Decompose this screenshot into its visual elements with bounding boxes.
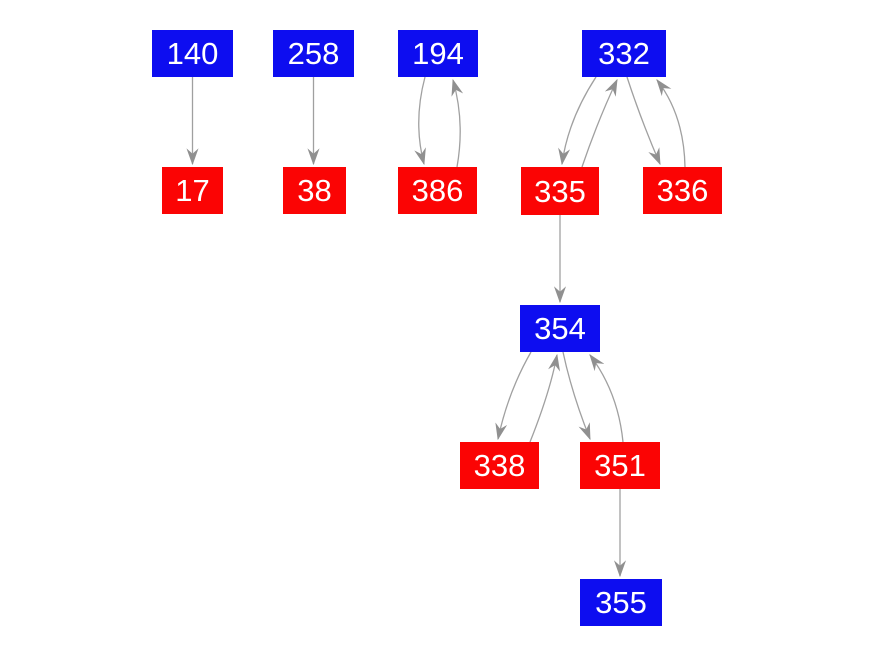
node-332: 332	[582, 30, 666, 77]
node-336: 336	[643, 167, 722, 214]
edge-386-194	[451, 78, 464, 168]
node-338: 338	[460, 442, 539, 489]
node-335: 335	[521, 167, 599, 215]
edge-332-335	[558, 76, 597, 166]
node-38: 38	[283, 167, 346, 214]
edge-194-386	[414, 76, 426, 166]
edge-351-354	[589, 354, 624, 443]
node-140: 140	[152, 30, 233, 77]
edge-354-351	[562, 351, 591, 441]
node-354: 354	[520, 305, 600, 352]
edge-335-332	[581, 78, 618, 168]
node-355: 355	[580, 579, 662, 626]
node-258: 258	[273, 30, 354, 77]
node-194: 194	[398, 30, 478, 77]
edge-336-332	[656, 79, 686, 168]
edge-338-354	[529, 353, 561, 443]
node-351: 351	[580, 442, 660, 489]
edge-332-336	[626, 76, 661, 166]
edge-354-338	[495, 351, 532, 441]
node-17: 17	[162, 167, 223, 214]
node-386: 386	[398, 167, 477, 214]
